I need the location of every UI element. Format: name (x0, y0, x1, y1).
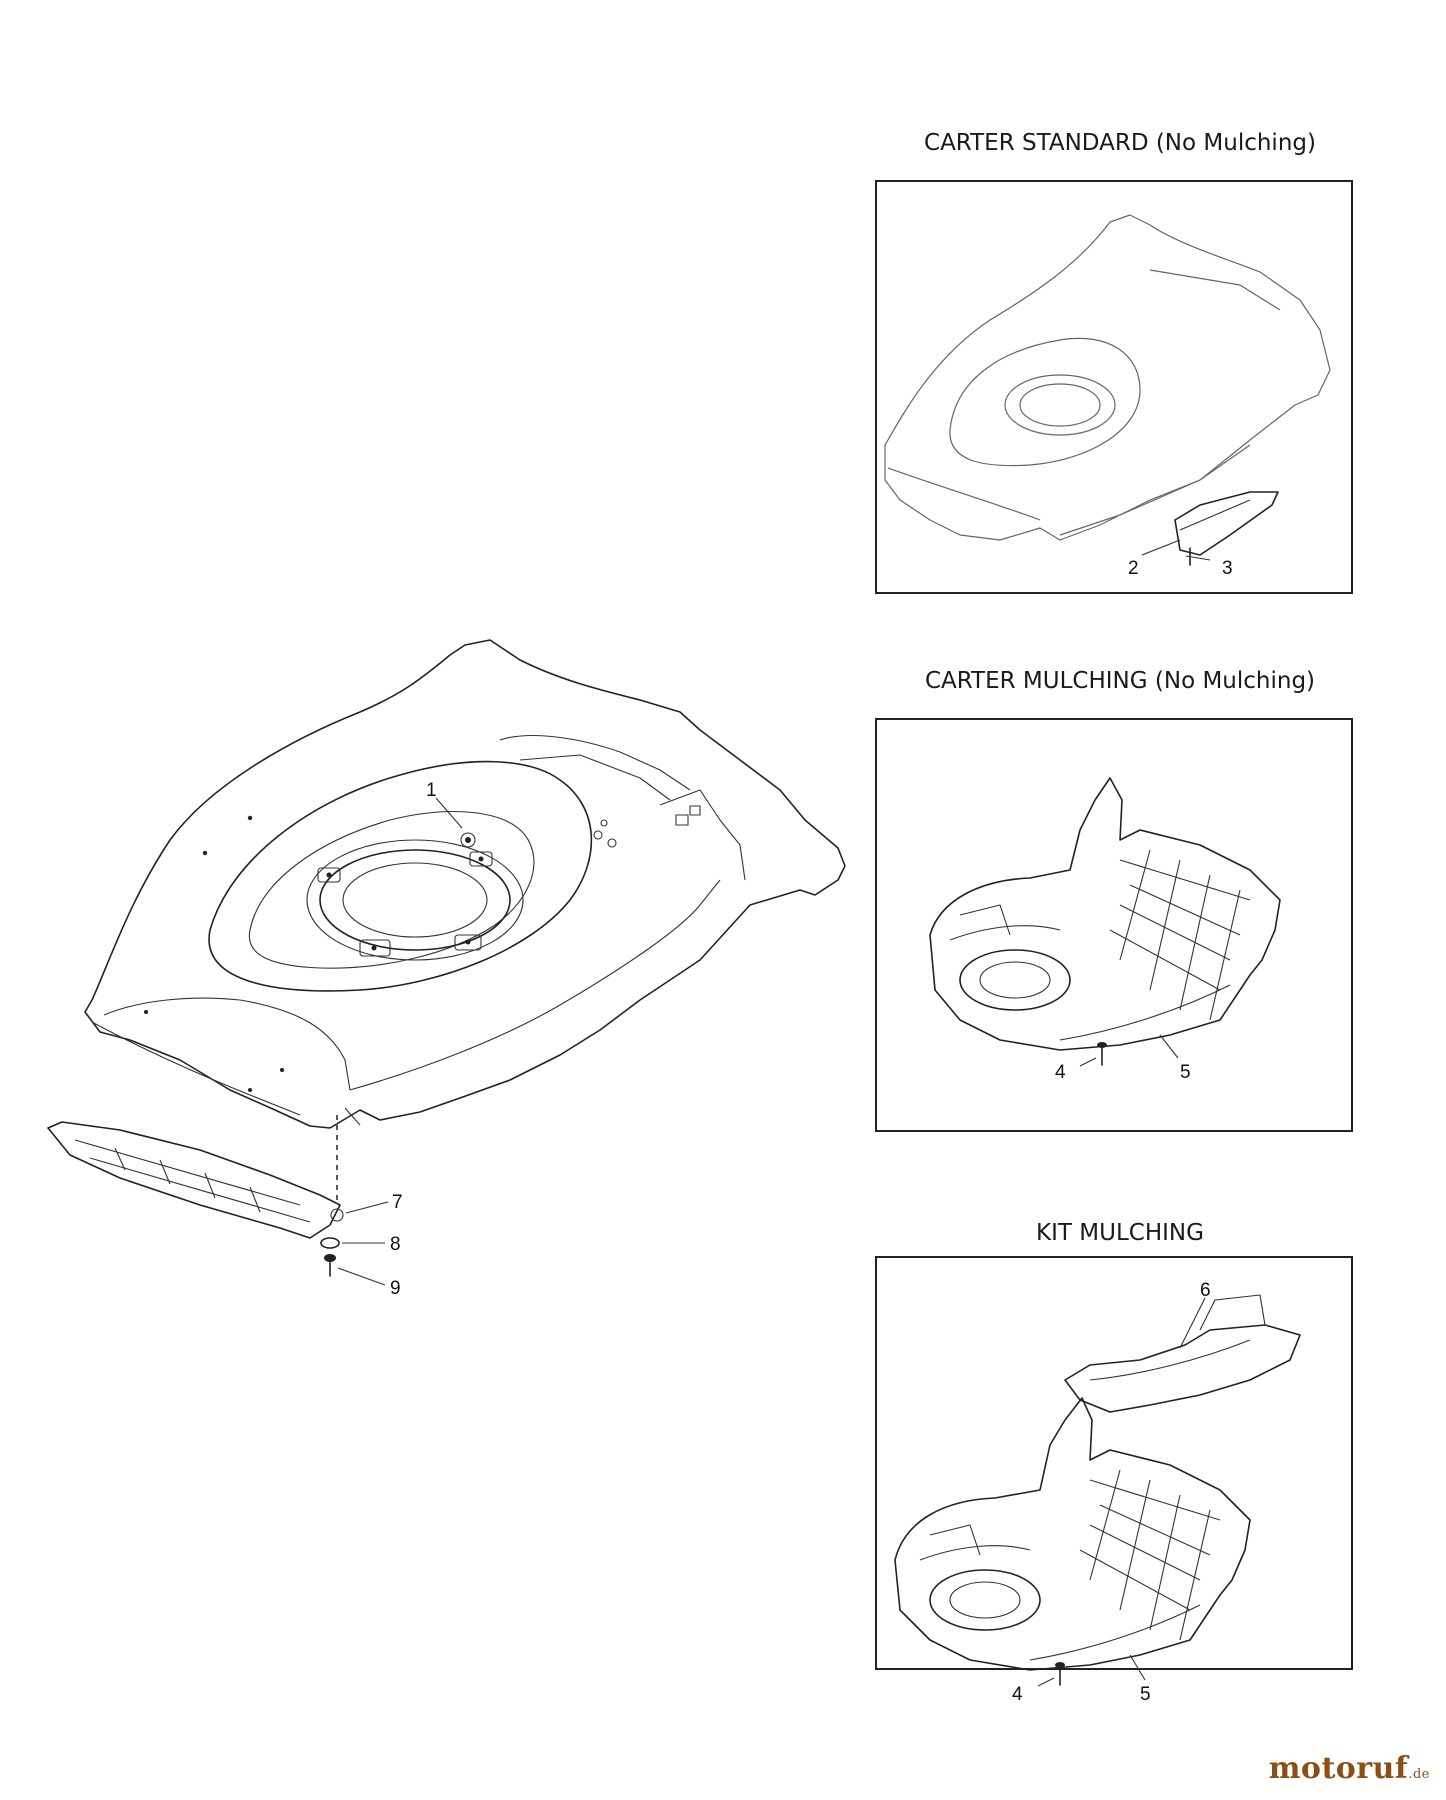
brand-tld: .de (1408, 1767, 1430, 1782)
callout-5-mulching: 5 (1180, 1062, 1191, 1083)
rear-flap (47, 1121, 341, 1239)
panel-box-kit (875, 1256, 1353, 1670)
standard-deck-drawing: 2 3 (884, 214, 1331, 579)
brand-logo: motoruf.de (1269, 1751, 1430, 1786)
callout-7: 7 (392, 1192, 403, 1213)
callout-8: 8 (390, 1234, 401, 1255)
panel-title-standard: CARTER STANDARD (No Mulching) (924, 130, 1316, 156)
callout-9: 9 (390, 1278, 401, 1299)
callout-4-kit: 4 (1012, 1684, 1023, 1705)
callout-2: 2 (1128, 558, 1139, 579)
main-mower-deck (84, 639, 846, 1205)
callout-1: 1 (426, 780, 437, 801)
main-callouts: 1 7 8 9 (337, 780, 463, 1299)
panel-box-standard (875, 180, 1353, 594)
panel-title-mulching: CARTER MULCHING (No Mulching) (924, 668, 1316, 694)
callout-3: 3 (1222, 558, 1233, 579)
flap-hardware (320, 1208, 344, 1277)
mulching-deck-drawing: 4 5 (929, 777, 1281, 1083)
callout-4-mulching: 4 (1055, 1062, 1066, 1083)
panel-title-kit: KIT MULCHING (1036, 1220, 1204, 1246)
brand-name: motoruf (1268, 1751, 1409, 1786)
callout-6: 6 (1200, 1280, 1211, 1301)
callout-5-kit: 5 (1140, 1684, 1151, 1705)
kit-mulching-drawing: 6 4 5 (894, 1280, 1301, 1705)
